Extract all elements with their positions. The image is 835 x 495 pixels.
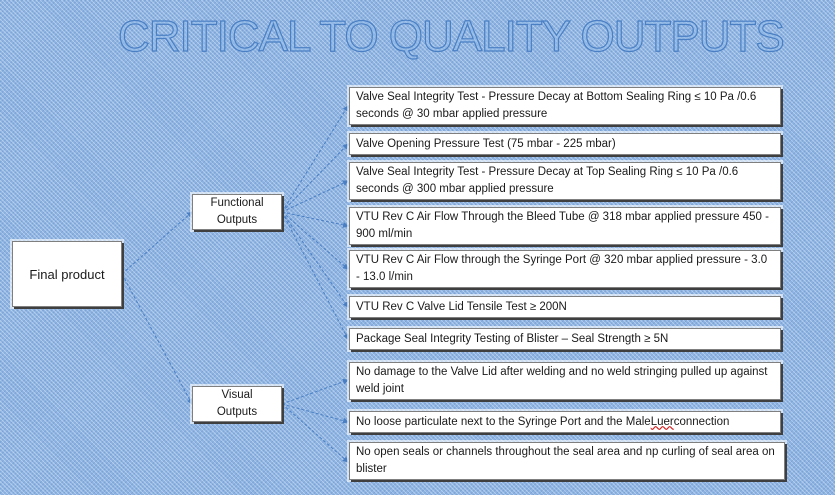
functional-output-6: VTU Rev C Valve Lid Tensile Test ≥ 200N [349, 296, 781, 318]
visual-output-2: No loose particulate next to the Syringe… [349, 411, 781, 433]
visual-output-1: No damage to the Valve Lid after welding… [349, 362, 781, 400]
functional-output-2: Valve Opening Pressure Test (75 mbar - 2… [349, 133, 781, 155]
group-functional-label-2: Outputs [216, 214, 258, 226]
functional-output-7: Package Seal Integrity Testing of Bliste… [349, 328, 781, 350]
functional-output-5: VTU Rev C Air Flow through the Syringe P… [349, 250, 781, 288]
root-node: Final product [12, 241, 122, 307]
connector-functional-out-5 [281, 211, 349, 270]
spellcheck-underlined-word: Luer [650, 415, 674, 428]
connector-functional-out-3 [281, 180, 349, 213]
root-label: Final product [29, 266, 105, 282]
connector-visual-out-3 [281, 403, 349, 463]
functional-output-1: Valve Seal Integrity Test - Pressure Dec… [349, 87, 781, 125]
connector-functional-out-4 [281, 211, 349, 228]
connector-functional-out-1 [281, 105, 349, 213]
group-visual-label-2: Outputs [216, 406, 258, 418]
connector-visual-out-2 [281, 403, 349, 424]
connector-functional-out-7 [281, 211, 349, 340]
page-title: CRITICAL TO QUALITY OUTPUTS [117, 11, 785, 61]
connector-functional-out-6 [281, 211, 349, 308]
connector-root-functional [121, 211, 193, 275]
group-visual-node: Visual Outputs [192, 386, 282, 422]
functional-output-4: VTU Rev C Air Flow Through the Bleed Tub… [349, 207, 781, 245]
connector-visual-out-1 [281, 378, 349, 405]
functional-output-3: Valve Seal Integrity Test - Pressure Dec… [349, 162, 781, 200]
visual-output-3: No open seals or channels throughout the… [349, 442, 785, 480]
group-functional-node: Functional Outputs [192, 194, 282, 230]
connector-root-visual [121, 273, 193, 405]
connector-functional-out-2 [281, 143, 349, 213]
group-functional-label-1: Functional [210, 197, 264, 209]
group-visual-label-1: Visual [221, 389, 253, 401]
